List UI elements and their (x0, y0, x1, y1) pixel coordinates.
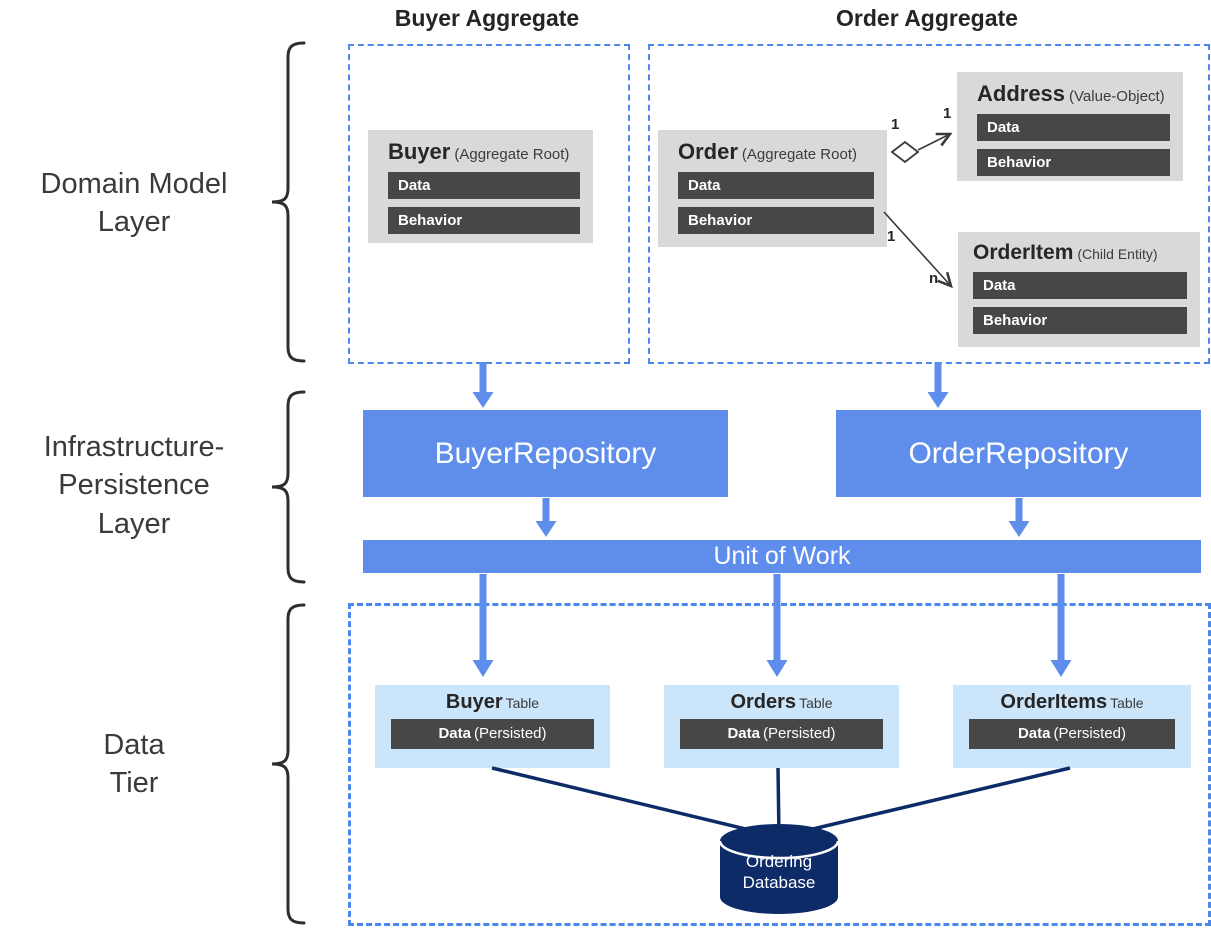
domain-layer-label-line2: Layer (97, 206, 171, 239)
arrow-buyer-aggregate-to-repository (472, 362, 494, 408)
order-repository-box: OrderRepository (836, 410, 1201, 497)
buyer-table-data-label: Data (438, 725, 471, 742)
entity-order-title: Order(Aggregate Root) (678, 139, 874, 165)
order-aggregate-boundary (648, 44, 1210, 364)
entity-order-stereotype: (Aggregate Root) (741, 146, 857, 163)
orderitems-table-name: OrderItems (1000, 691, 1108, 713)
data-tier-label-line2: Tier (109, 767, 159, 800)
orderitems-table-kind: Table (1110, 695, 1144, 711)
domain-layer-label: Domain Model Layer (6, 165, 262, 242)
multiplicity-order-orderitem-source: 1 (887, 228, 896, 245)
order-aggregate-header: Order Aggregate (836, 5, 1018, 31)
domain-layer-brace (271, 41, 306, 363)
entity-orderitem-title: OrderItem(Child Entity) (973, 241, 1187, 265)
buyer-table-data-note: (Persisted) (473, 725, 547, 742)
infrastructure-layer-label-line3: Layer (97, 507, 171, 540)
buyer-aggregate-boundary (348, 44, 630, 364)
entity-order-behavior-bar: Behavior (678, 207, 874, 234)
multiplicity-order-orderitem-target: n (929, 270, 939, 287)
unit-of-work-box: Unit of Work (363, 540, 1201, 573)
orders-table-kind: Table (799, 695, 833, 711)
infrastructure-layer-label-line2: Persistence (58, 469, 210, 502)
ordering-database-line2: Database (742, 873, 816, 893)
orderitems-table-data-note: (Persisted) (1053, 725, 1127, 742)
arrow-order-aggregate-to-repository (927, 362, 949, 408)
entity-address-title: Address(Value-Object) (977, 81, 1170, 107)
buyer-table-kind: Table (505, 695, 540, 711)
entity-address-behavior-bar: Behavior (977, 149, 1170, 176)
buyer-table-data-bar: Data(Persisted) (391, 719, 594, 749)
infrastructure-layer-brace (271, 390, 306, 584)
entity-buyer-title: Buyer(Aggregate Root) (388, 139, 580, 165)
entity-buyer-data-bar: Data (388, 172, 580, 199)
buyer-aggregate-header: Buyer Aggregate (394, 5, 580, 31)
entity-orderitem-behavior-bar: Behavior (973, 307, 1187, 334)
entity-buyer-name: Buyer (388, 139, 451, 164)
entity-address-stereotype: (Value-Object) (1069, 88, 1165, 105)
entity-order-data-bar: Data (678, 172, 874, 199)
infrastructure-layer-label: Infrastructure- Persistence Layer (6, 428, 262, 543)
orders-table-data-label: Data (727, 725, 760, 742)
entity-address-data-bar: Data (977, 114, 1170, 141)
arrow-buyer-repository-to-uow (535, 498, 557, 537)
orderitems-table-data-bar: Data(Persisted) (969, 719, 1175, 749)
entity-buyer-behavior-bar: Behavior (388, 207, 580, 234)
orders-table-name: Orders (730, 691, 797, 713)
data-tier-label-line1: Data (103, 729, 165, 761)
entity-address: Address(Value-Object) Data Behavior (957, 72, 1183, 181)
buyer-table-name: Buyer (445, 691, 503, 713)
ordering-database-line1: Ordering (745, 852, 813, 871)
entity-orderitem: OrderItem(Child Entity) Data Behavior (958, 232, 1200, 347)
entity-order: Order(Aggregate Root) Data Behavior (658, 130, 887, 247)
orders-table-data-bar: Data(Persisted) (680, 719, 883, 749)
entity-order-name: Order (678, 139, 738, 164)
entity-orderitem-data-bar: Data (973, 272, 1187, 299)
infrastructure-layer-label-line1: Infrastructure- (43, 431, 225, 463)
domain-layer-label-line1: Domain Model (40, 168, 228, 200)
orders-table-data-note: (Persisted) (762, 725, 836, 742)
data-tier-brace (271, 603, 306, 925)
multiplicity-order-address-source: 1 (891, 116, 900, 133)
buyer-repository-box: BuyerRepository (363, 410, 728, 497)
arrow-order-repository-to-uow (1008, 498, 1030, 537)
orderitems-table-data-label: Data (1017, 725, 1051, 742)
ordering-database-label: Ordering Database (719, 851, 839, 894)
entity-orderitem-stereotype: (Child Entity) (1077, 246, 1158, 262)
multiplicity-order-address-target: 1 (943, 105, 952, 122)
entity-buyer-stereotype: (Aggregate Root) (454, 146, 570, 163)
entity-orderitem-name: OrderItem (973, 241, 1074, 264)
entity-address-name: Address (977, 81, 1066, 106)
data-tier-label: Data Tier (6, 726, 262, 803)
entity-buyer: Buyer(Aggregate Root) Data Behavior (368, 130, 593, 243)
